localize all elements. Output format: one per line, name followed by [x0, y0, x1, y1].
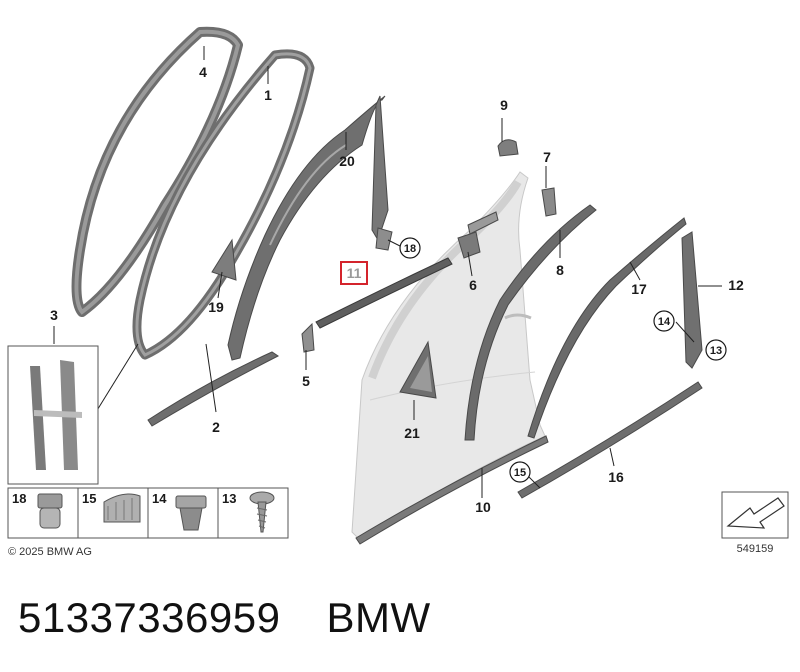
callout-14: 14: [658, 316, 671, 328]
callout-11: 11: [347, 265, 362, 281]
diagram-id: 549159: [737, 543, 774, 555]
callout-15: 15: [514, 467, 526, 479]
part-8-channel: [464, 204, 597, 441]
part-5-clip: [301, 322, 315, 353]
brand-name: BMW: [326, 594, 431, 641]
screw-icon: [249, 491, 275, 533]
part-7-bracket: [541, 187, 557, 217]
reference-arrow-box: [721, 491, 789, 539]
callout-18: 18: [404, 243, 416, 255]
callout-20: 20: [339, 153, 355, 169]
callout-5: 5: [302, 373, 310, 389]
callout-6: 6: [469, 277, 477, 293]
bracket-clip-icon: [175, 495, 207, 531]
part-number: 51337336959: [18, 594, 281, 641]
part-10-strip: [355, 435, 549, 545]
footer: 51337336959 BMW: [18, 588, 431, 648]
callout-21: 21: [404, 425, 420, 441]
callout-13: 13: [710, 345, 722, 357]
part-16-strip: [517, 381, 703, 499]
clip-icon: [37, 493, 63, 529]
callout-19: 19: [208, 299, 224, 315]
leader-lines: [53, 46, 722, 498]
part-17-strip: [527, 217, 687, 439]
callout-3: 3: [50, 307, 58, 323]
part-9-cap: [497, 139, 519, 157]
callout-16: 16: [608, 469, 624, 485]
callout-2: 2: [212, 419, 220, 435]
part-12-trim: [681, 231, 703, 369]
part-11-strip: [315, 257, 453, 329]
callout-17: 17: [631, 281, 647, 297]
callout-1: 1: [264, 87, 272, 103]
arrow-icon: [726, 497, 785, 529]
part-19-triangle: [211, 238, 237, 281]
legend-fasteners: 18 15 14 13: [7, 487, 289, 539]
legend-label-13: 13: [222, 491, 236, 506]
callout-4: 4: [199, 64, 207, 80]
callout-12: 12: [728, 277, 744, 293]
callout-8: 8: [556, 262, 564, 278]
highlight-box-11: [340, 261, 368, 285]
parts-diagram: 11 4 1 20 9 7 8 6 17 12 19 3 5 2 21 10 1…: [7, 26, 789, 558]
callout-7: 7: [543, 149, 551, 165]
copyright: © 2025 BMW AG: [8, 546, 92, 558]
legend-label-18: 18: [12, 491, 26, 506]
callout-10: 10: [475, 499, 491, 515]
legend-label-15: 15: [82, 491, 96, 506]
retainer-icon: [103, 493, 141, 523]
legend-label-14: 14: [152, 491, 167, 506]
callout-9: 9: [500, 97, 508, 113]
part-3-inset: [7, 345, 99, 485]
